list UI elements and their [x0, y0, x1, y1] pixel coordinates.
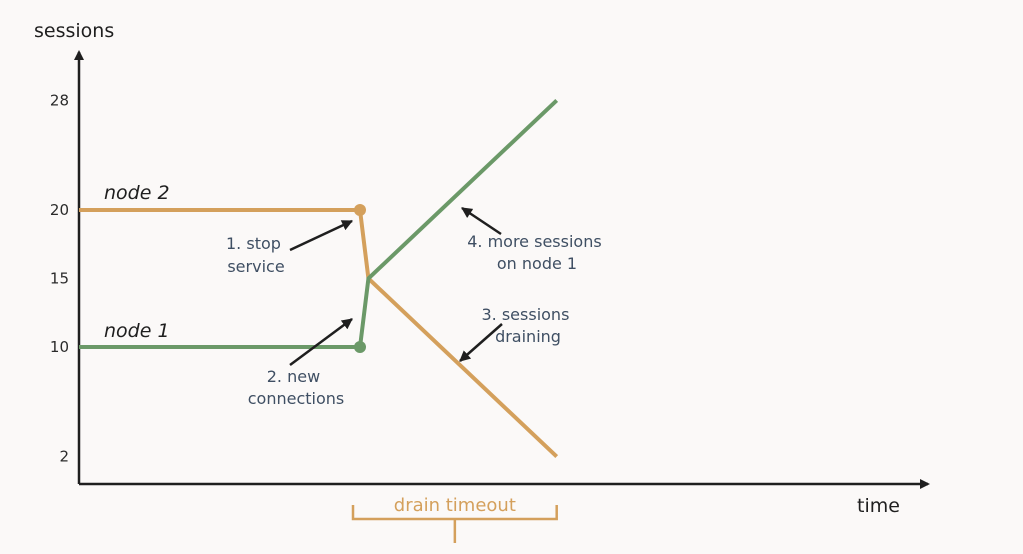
y-tick-labels: 2 10 15 20 28 [50, 91, 69, 465]
annotation-new-connections: 2. new connections [248, 367, 345, 408]
y-tick-label-28: 28 [50, 91, 69, 109]
x-axis-title: time [857, 495, 900, 517]
y-tick-label-2: 2 [59, 448, 69, 466]
drain-timeout-label: drain timeout [394, 495, 516, 516]
annotation-more-sessions: 4. more sessions on node 1 [467, 232, 607, 273]
annotation-sessions-draining: 3. sessions draining [481, 305, 574, 346]
y-tick-label-15: 15 [50, 270, 69, 288]
series-lines [79, 98, 559, 459]
y-axis-title: sessions [34, 20, 114, 42]
annotation-arrow-sessions-draining [459, 323, 503, 362]
series-label-node-2: node 2 [104, 182, 170, 204]
y-tick-label-20: 20 [50, 201, 69, 219]
series-label-node-1: node 1 [104, 320, 170, 342]
drain-timeout-bracket [351, 505, 558, 543]
series-point-node-2 [354, 204, 366, 216]
series-line-node-2 [79, 208, 559, 459]
y-tick-label-10: 10 [50, 338, 69, 356]
annotation-stop-service: 1. stop service [226, 234, 286, 276]
series-point-node-1 [354, 341, 366, 353]
drain-timeout-bracket-path [351, 505, 558, 543]
annotation-arrow-more-sessions [461, 206, 502, 236]
series-line-node-1 [79, 98, 559, 349]
annotation-arrow-stop-service [289, 219, 353, 252]
annotation-arrow-new-connections [289, 317, 353, 367]
